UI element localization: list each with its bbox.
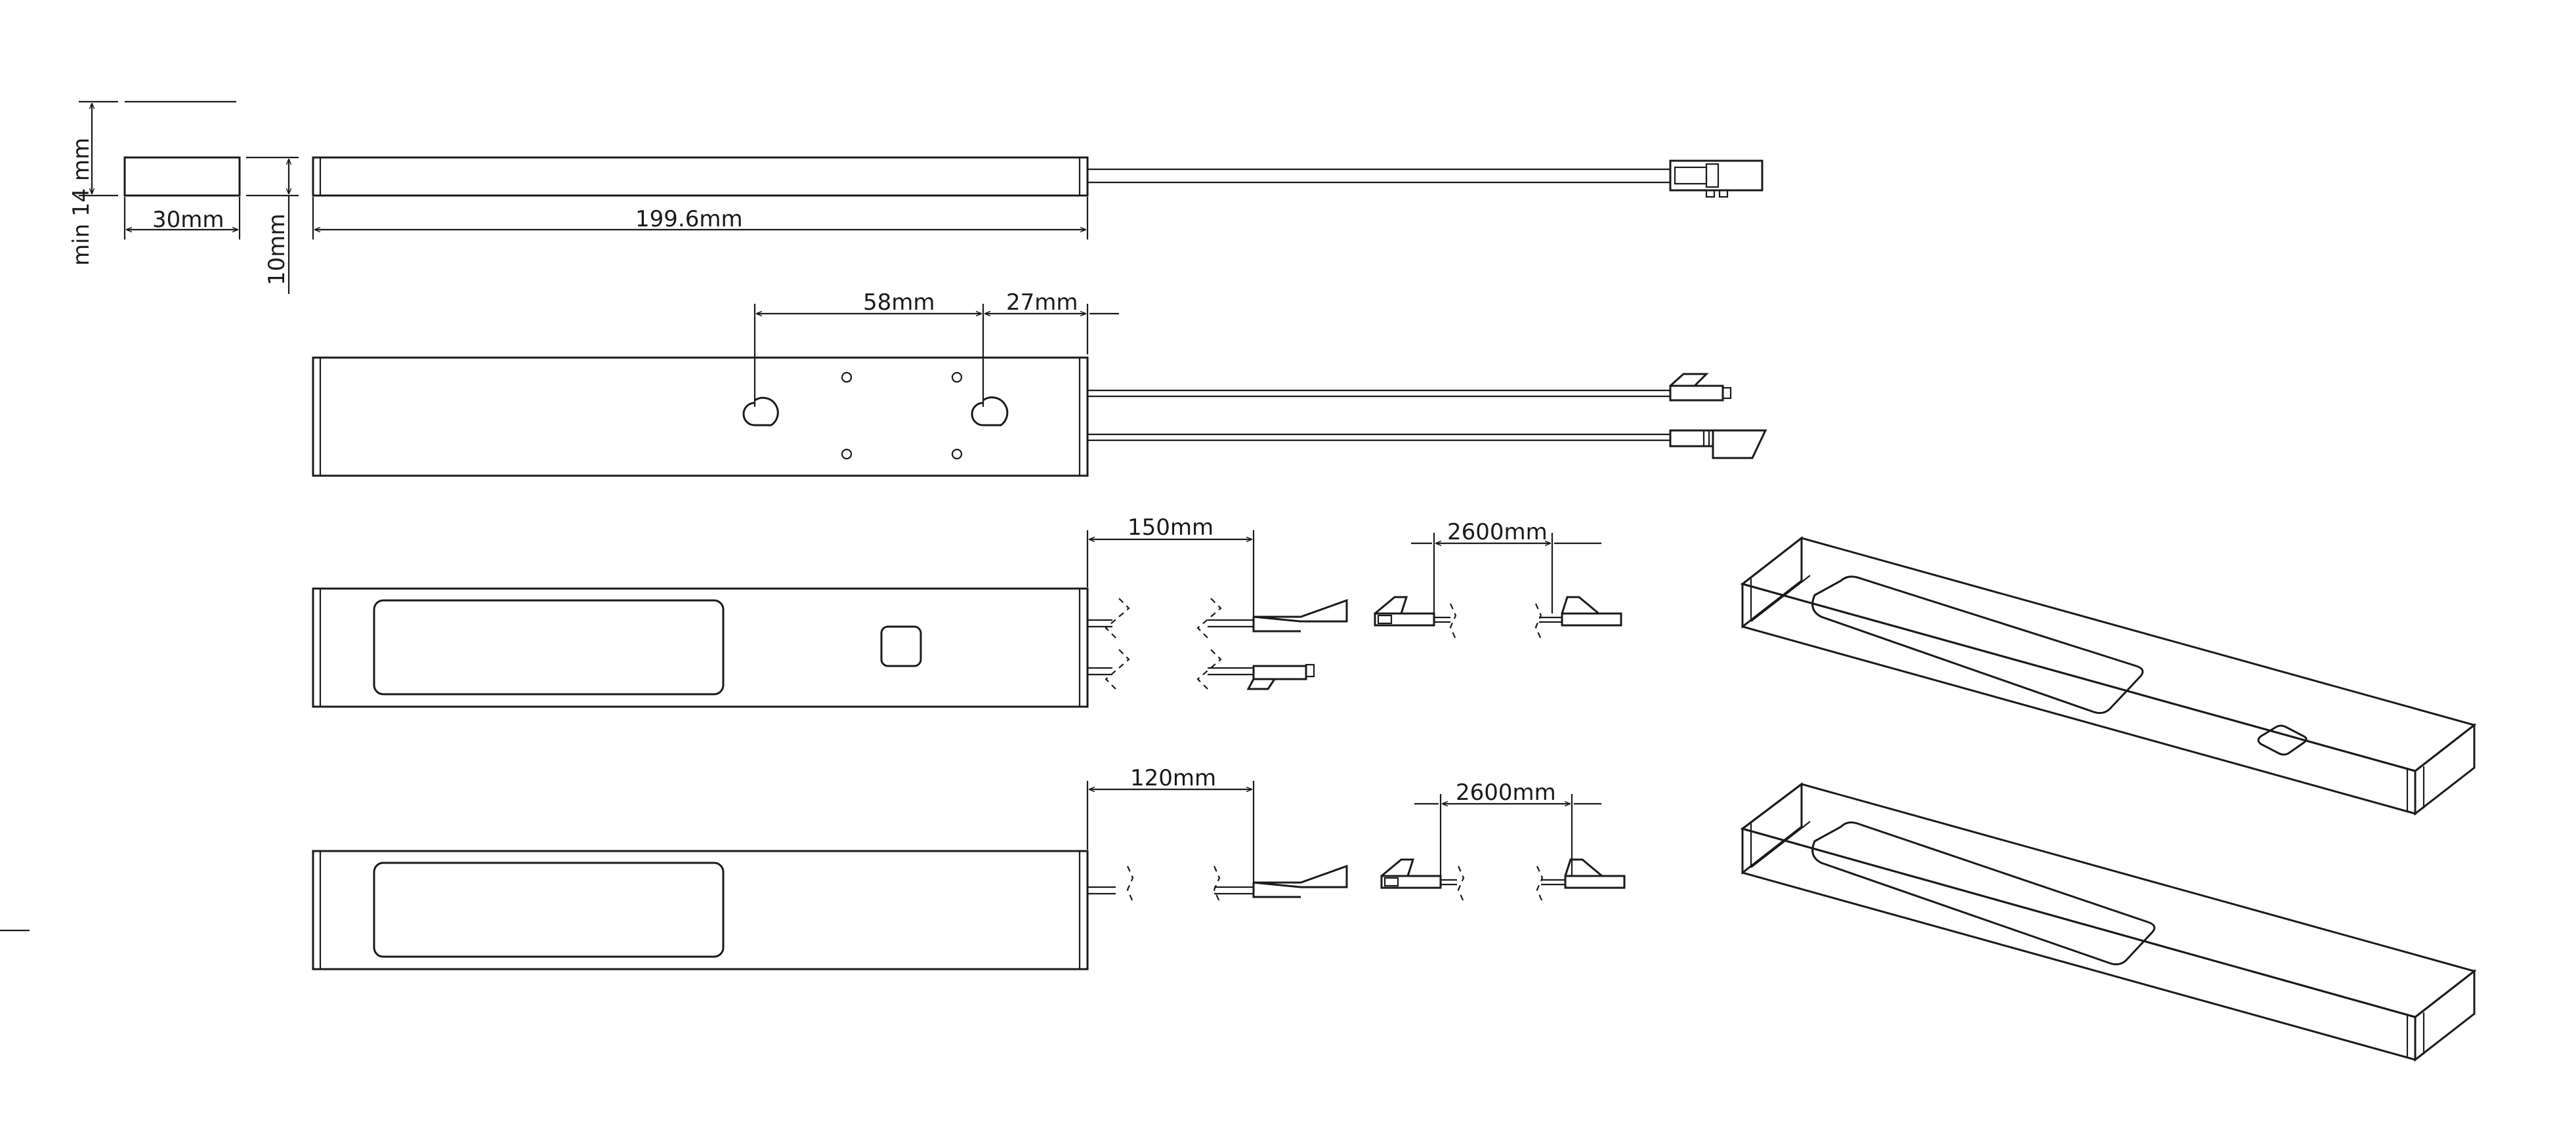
sensor-female-plug — [1246, 663, 1315, 690]
back-connector-female — [1669, 373, 1732, 402]
min-height-label: min 14 mm — [68, 138, 95, 266]
keyhole-slot — [742, 396, 779, 427]
screw-hole — [841, 448, 853, 460]
led-diffuser-iso — [1811, 575, 2144, 715]
extension-bottom-label: 2600mm — [1456, 780, 1556, 806]
extension-cable-bottom: 2600mm — [1380, 780, 1626, 902]
back-connector-male — [1669, 429, 1767, 459]
extension-connector-left — [1380, 858, 1457, 889]
extension-connector-right — [1541, 858, 1626, 889]
length-label: 199.6mm — [635, 206, 743, 232]
isometric-view-without-sensor — [1740, 781, 2477, 1062]
screw-hole — [951, 448, 963, 460]
cable-150-label: 150mm — [1128, 514, 1214, 541]
extension-cable-top: 2600mm — [1374, 519, 1622, 640]
screw-hole — [951, 371, 963, 383]
front-view-without-sensor: 120mm — [312, 765, 1348, 970]
end-profile-view: min 14 mm 30mm 10mm — [68, 100, 299, 294]
screw-hole — [841, 371, 853, 383]
isometric-view-with-sensor — [1740, 535, 2477, 816]
led-diffuser — [373, 862, 725, 958]
touch-sensor-iso — [2257, 724, 2308, 756]
extension-connector-left — [1374, 596, 1450, 627]
side-connector — [1669, 159, 1763, 198]
hole-offset-label: 27mm — [1006, 289, 1078, 316]
side-view: 199.6mm — [312, 156, 1763, 239]
touch-sensor — [880, 625, 922, 667]
led-diffuser — [373, 599, 725, 696]
extension-connector-right — [1539, 596, 1622, 627]
cable-120-label: 120mm — [1130, 765, 1216, 791]
width-label: 30mm — [152, 207, 224, 233]
front-view-with-sensor: 150mm — [312, 514, 1348, 708]
extension-top-label: 2600mm — [1447, 519, 1548, 545]
back-view: 58mm 27mm — [312, 289, 1767, 477]
keyhole-slot — [971, 396, 1009, 427]
hole-spacing-label: 58mm — [863, 289, 935, 316]
led-diffuser-iso — [1811, 821, 2156, 966]
height-label: 10mm — [264, 213, 290, 285]
